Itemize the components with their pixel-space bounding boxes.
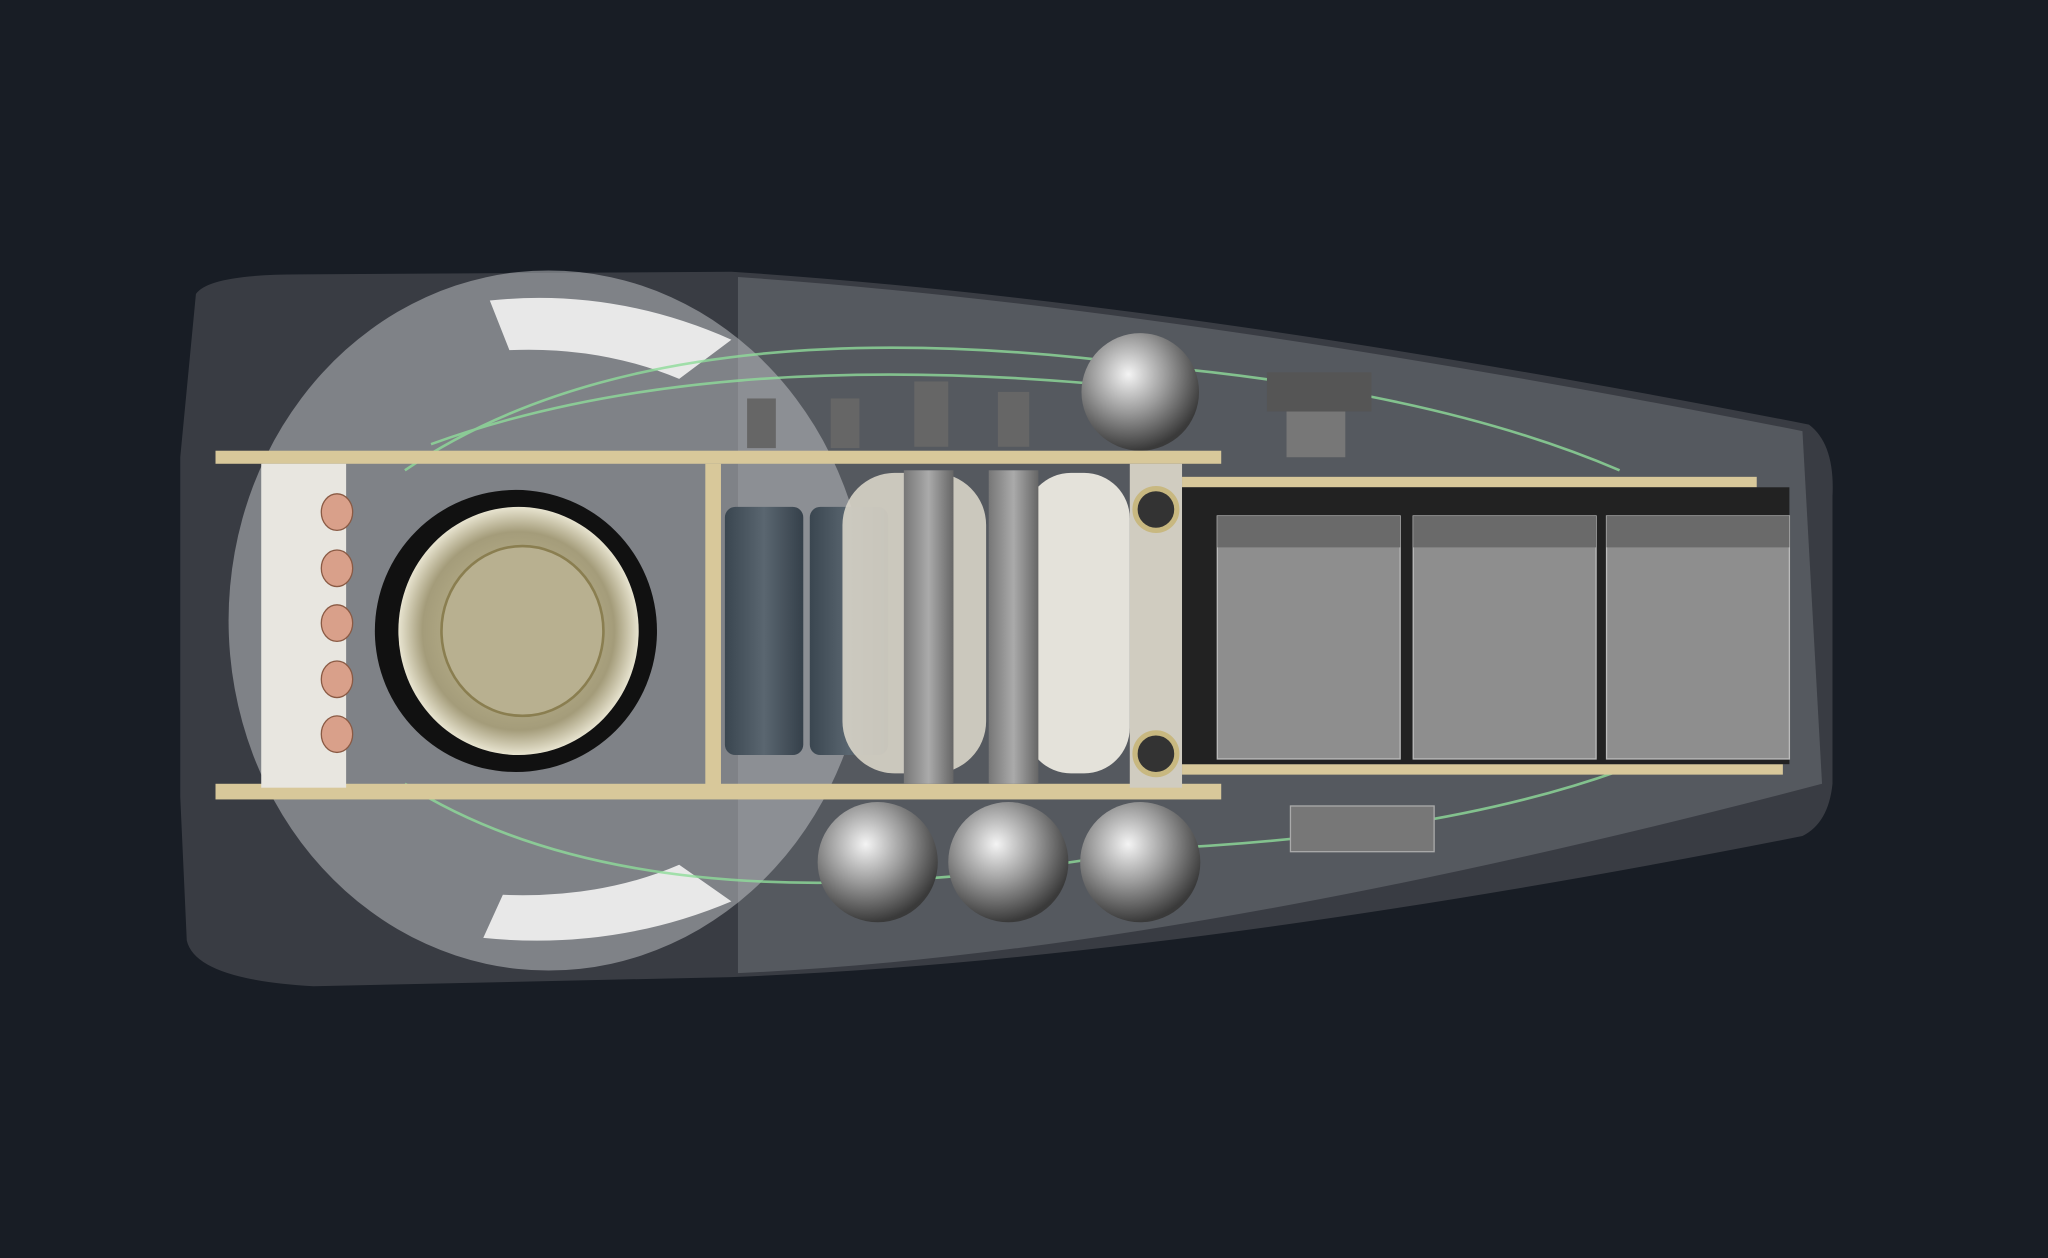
electronics-box: [1289, 805, 1435, 853]
port-ring: [1132, 485, 1180, 533]
gray-cylinder: [988, 470, 1039, 784]
port-ring: [1132, 730, 1180, 778]
green-wireframe: [404, 346, 1621, 885]
gray-cylinder: [903, 470, 954, 784]
valves: [747, 381, 1030, 449]
rcs-thrusters: [320, 493, 354, 754]
thruster-gimbal: [1266, 372, 1372, 458]
dome-vent-top: [489, 297, 732, 379]
pressure-sphere: [948, 802, 1069, 923]
pressure-sphere: [817, 802, 938, 923]
dome-vent-bottom: [483, 864, 732, 941]
pressure-sphere: [1080, 802, 1201, 923]
dark-cylinder: [724, 506, 804, 756]
battery-modules: [1216, 515, 1791, 760]
main-engine: [374, 489, 657, 773]
pressure-sphere: [1081, 333, 1200, 451]
propellant-tank: [1025, 472, 1130, 774]
